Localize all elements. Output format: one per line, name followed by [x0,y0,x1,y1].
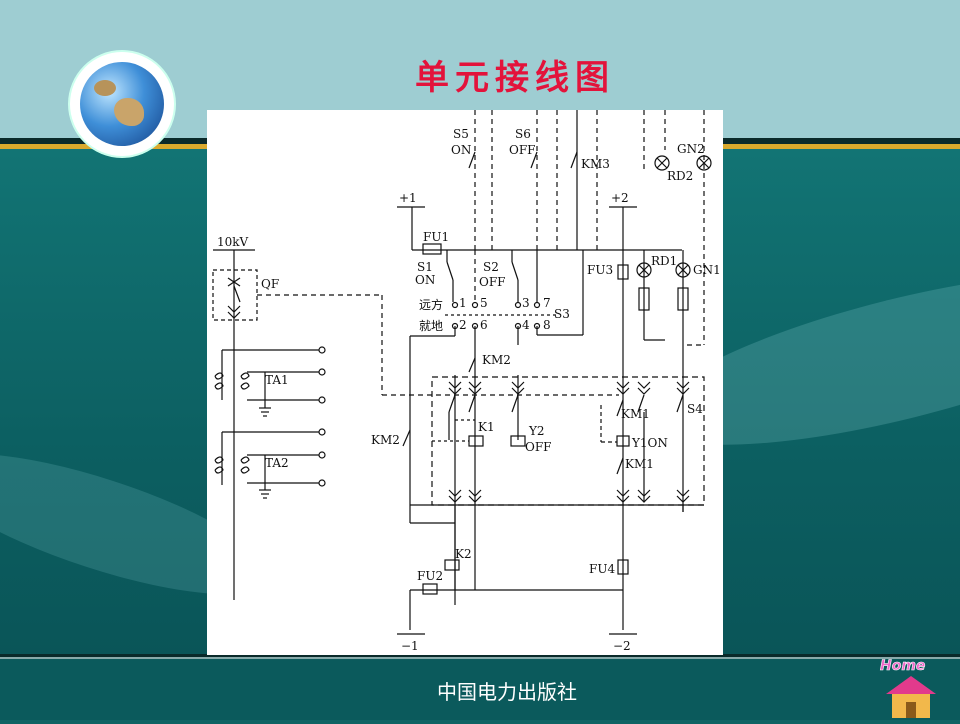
label-s1-on: ON [415,273,435,287]
label-y2: Y2 [528,424,545,438]
label-km1-top: KM1 [621,407,650,421]
slide-title: 单元接线图 [415,58,615,98]
label-terminal-8: 8 [543,318,551,332]
home-label: Home [880,658,925,674]
footer-divider [0,654,960,657]
label-s5-on: ON [451,143,471,157]
label-gn1: GN1 [693,263,721,277]
label-plus1: +1 [399,191,417,205]
label-km1-bottom: KM1 [625,457,654,471]
circuit-lines [212,110,712,635]
label-terminal-1: 1 [459,296,467,310]
label-terminal-6: 6 [480,318,488,332]
globe-logo [70,52,174,156]
label-rd1: RD1 [651,254,677,268]
wiring-diagram-svg: 10kV QF TA1 TA2 S5 ON S6 OFF KM3 GN2 RD2… [212,110,721,653]
label-qf: QF [261,277,279,291]
publisher-name: 中国电力出版社 [437,680,577,704]
globe-icon [80,62,164,146]
label-km2-left: KM2 [371,433,400,447]
label-terminal-4: 4 [522,318,530,332]
label-minus2: −2 [613,639,631,653]
label-plus2: +2 [611,191,629,205]
globe-land [114,98,144,126]
label-km3: KM3 [581,157,610,171]
label-minus1: −1 [401,639,419,653]
label-terminal-7: 7 [543,296,551,310]
label-s6-off: OFF [509,143,536,157]
label-terminal-2: 2 [459,318,467,332]
label-ta2: TA2 [265,456,289,470]
label-remote: 远方 [419,297,443,312]
label-y2-off: OFF [525,440,552,454]
globe-land [94,80,116,96]
label-s3: S3 [554,307,570,321]
label-fu4: FU4 [589,562,615,576]
footer-band [0,659,960,720]
label-km2-top: KM2 [482,353,511,367]
label-k2: K2 [455,547,472,561]
wiring-diagram: 10kV QF TA1 TA2 S5 ON S6 OFF KM3 GN2 RD2… [207,110,723,655]
label-s1: S1 [417,260,433,274]
label-k1: K1 [478,420,495,434]
label-10kv: 10kV [217,235,249,249]
terminals [318,346,326,487]
label-local: 就地 [419,319,443,333]
label-s6: S6 [515,127,531,141]
label-terminal-3: 3 [522,296,530,310]
home-button[interactable]: Home [878,656,944,720]
label-gn2: GN2 [677,142,705,156]
footer-stripe [0,657,960,659]
label-fu3: FU3 [587,263,613,277]
label-rd2: RD2 [667,169,693,183]
label-ta1: TA1 [265,373,289,387]
label-s4: S4 [687,402,703,416]
label-terminal-5: 5 [480,296,488,310]
label-y1on: Y1ON [631,436,668,450]
label-s5: S5 [453,127,469,141]
label-s2: S2 [483,260,499,274]
label-s2-off: OFF [479,275,506,289]
label-fu1: FU1 [423,230,449,244]
label-fu2: FU2 [417,569,443,583]
home-icon: Home [880,658,936,718]
